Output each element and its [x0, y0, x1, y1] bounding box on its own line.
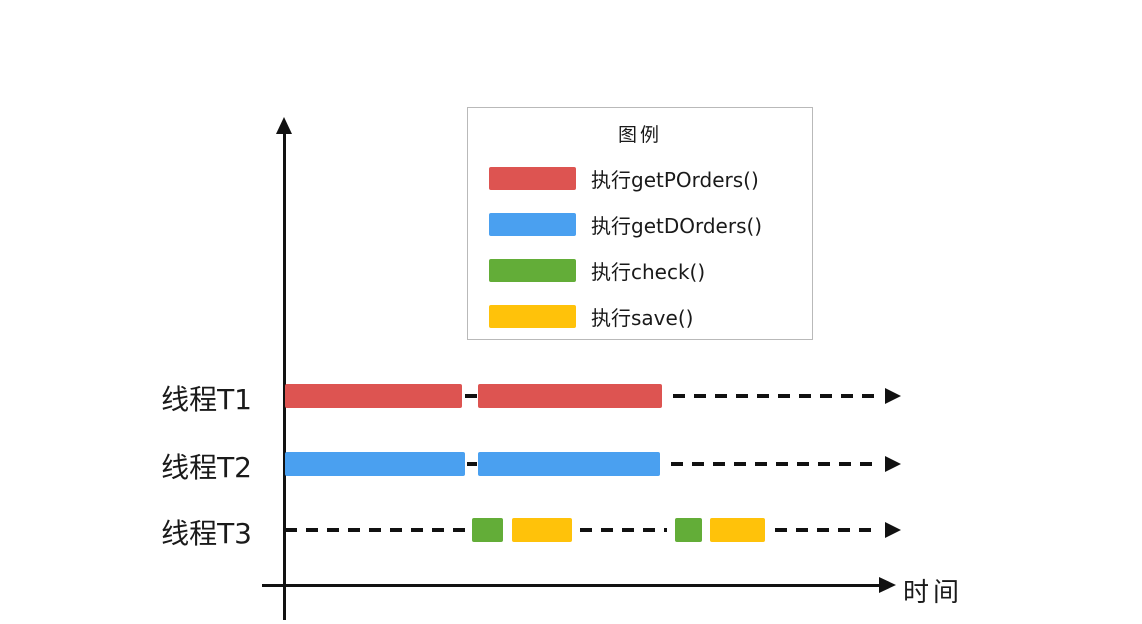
thread-row-2: 线程T2 [0, 451, 1142, 484]
arrowhead-right-icon [885, 522, 901, 538]
bar-blue [478, 452, 660, 476]
thread-track [285, 384, 901, 408]
thread-track [285, 518, 901, 542]
legend-title: 图例 [617, 124, 662, 146]
legend-item-getPOrders: 执行getPOrders() [489, 167, 812, 192]
y-axis-arrow-icon [276, 117, 292, 134]
thread-label: 线程T3 [161, 517, 252, 550]
bar-red [285, 384, 462, 408]
bar-yellow [709, 518, 765, 542]
thread-label: 线程T1 [161, 383, 252, 416]
dashed-line [285, 528, 470, 532]
dashed-line [465, 394, 477, 398]
thread-track [285, 452, 901, 476]
bar-red [478, 384, 662, 408]
y-axis-line [283, 132, 286, 620]
thread-label: 线程T2 [161, 451, 252, 484]
legend-item-label: 执行check() [591, 260, 706, 284]
dashed-line [775, 528, 875, 532]
dashed-line [580, 528, 668, 532]
legend-item-label: 执行save() [591, 306, 694, 330]
bar-blue [285, 452, 465, 476]
legend-item-label: 执行getDOrders() [591, 214, 763, 238]
legend-item-check: 执行check() [489, 259, 812, 284]
bar-yellow [511, 518, 572, 542]
legend-swatch-save [489, 305, 576, 328]
legend-swatch-getDOrders [489, 213, 576, 236]
dashed-line [670, 462, 875, 466]
arrowhead-right-icon [885, 456, 901, 472]
x-axis-arrow-icon [879, 577, 896, 593]
thread-row-1: 线程T1 [0, 383, 1142, 416]
legend-items: 执行getPOrders() 执行getDOrders() 执行check() 执行s… [468, 167, 812, 330]
legend-item-label: 执行getPOrders() [591, 168, 759, 192]
x-axis-line [262, 584, 880, 587]
x-axis-label: 时间 [903, 578, 964, 608]
legend-box: 图例 执行getPOrders() 执行getDOrders() 执行check()… [467, 107, 813, 340]
legend-item-getDOrders: 执行getDOrders() [489, 213, 812, 238]
legend-swatch-check [489, 259, 576, 282]
legend-item-save: 执行save() [489, 305, 812, 330]
bar-green [472, 518, 503, 542]
arrowhead-right-icon [885, 388, 901, 404]
legend-swatch-getPOrders [489, 167, 576, 190]
bar-green [675, 518, 702, 542]
dashed-line [467, 462, 477, 466]
dashed-line [673, 394, 875, 398]
thread-row-3: 线程T3 [0, 517, 1142, 550]
